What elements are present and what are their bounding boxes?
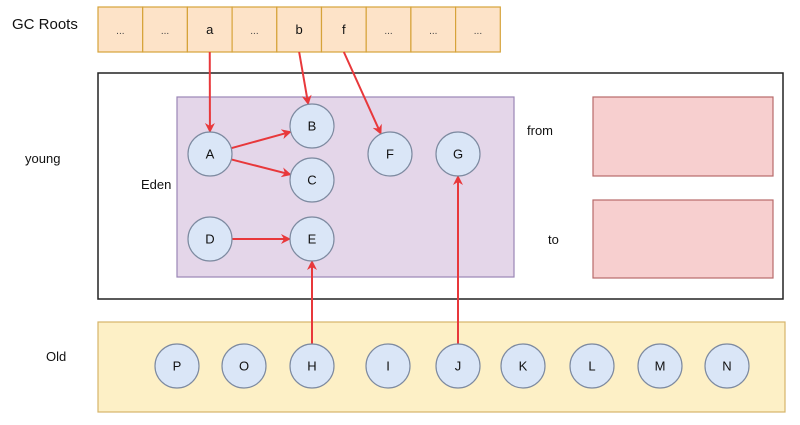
object-node-label: J [455,359,462,374]
gc-root-cell: ... [142,6,188,53]
gc-root-cell-label: ... [161,26,169,37]
reference-arrow-f-F [342,51,382,135]
gc-root-cell: ... [410,6,457,53]
survivor-to-label: to [548,232,559,247]
young-label: young [25,151,60,166]
survivor-to-box [592,199,774,279]
object-node-G: G [435,131,481,177]
object-node-label: E [308,232,317,247]
gc-root-cell: b [276,6,323,53]
gc-root-cell-label: ... [384,26,392,37]
gc-root-cell-label: b [296,22,303,37]
gc-root-cell: ... [97,6,144,53]
gc-root-cell-label: f [342,22,346,37]
gc-root-cell: ... [231,6,278,53]
survivor-from-label: from [527,123,553,138]
object-node-P: P [154,343,200,389]
object-node-B: B [289,103,335,149]
object-node-label: L [588,359,595,374]
object-node-E: E [289,216,335,262]
reference-arrow-b-B [298,51,312,106]
object-node-I: I [365,343,411,389]
object-node-D: D [187,216,233,262]
object-node-label: G [453,147,463,162]
object-node-label: D [205,232,214,247]
object-node-label: O [239,359,249,374]
object-node-label: F [386,147,394,162]
object-node-J: J [435,343,481,389]
gc-root-cell: ... [365,6,412,53]
reference-arrow-A-B [230,129,292,150]
old-label: Old [46,349,66,364]
object-node-O: O [221,343,267,389]
gc-root-cell: ... [455,6,501,53]
object-node-label: K [519,359,528,374]
gc-root-cell-label: ... [116,26,124,37]
gc-root-cell-label: a [206,22,214,37]
object-node-label: A [206,147,215,162]
object-node-label: H [307,359,316,374]
object-node-label: P [173,359,182,374]
reference-arrows [204,51,463,344]
gc-root-cell: a [186,6,233,53]
reference-arrow-A-C [231,158,292,178]
object-node-label: C [307,173,316,188]
object-node-label: N [722,359,731,374]
object-node-F: F [367,131,413,177]
gc-roots-label: GC Roots [12,16,78,33]
gc-root-cell-label: ... [429,26,437,37]
object-node-A: A [187,131,233,177]
object-node-L: L [569,343,615,389]
gc-root-cell: f [320,6,367,53]
eden-label: Eden [141,177,171,192]
object-node-N: N [704,343,750,389]
object-node-K: K [500,343,546,389]
object-node-M: M [637,343,683,389]
object-node-label: I [386,359,390,374]
gc-root-cell-label: ... [474,26,482,37]
object-nodes: A B C D E F G P O H I J K L M N [154,103,750,389]
object-node-H: H [289,343,335,389]
object-node-label: M [655,359,666,374]
gc-roots-array: ...... a... b f......... [97,6,501,53]
survivor-from-box [592,96,774,177]
gc-root-cell-label: ... [250,26,258,37]
object-node-label: B [308,119,317,134]
object-node-C: C [289,157,335,203]
